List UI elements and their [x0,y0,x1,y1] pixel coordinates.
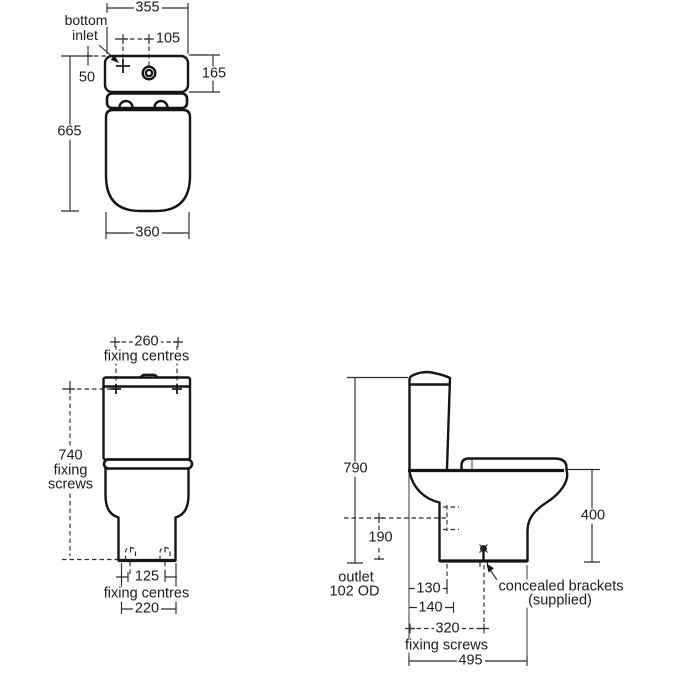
outlet-height-centre-line [344,517,446,561]
fixing-centres-top-caption: fixing centres [101,348,192,365]
outlet-hidden-lines [443,505,459,594]
dim-label-220: 220 [132,600,162,617]
dim-label-790: 790 [341,460,370,477]
cross-marker-260 [110,337,183,347]
side-seat-outline [460,457,568,472]
bracket-screw-spokes [479,544,488,553]
rear-pan-outline [104,467,190,562]
dim-label-125: 125 [132,568,162,585]
dim-label-495: 495 [456,652,485,669]
bottom-inlet-note-line2: inlet [70,26,100,43]
bowl-outline [104,108,192,213]
cistern-outline [103,54,190,94]
outlet-note-line1: outlet [336,569,376,586]
brackets-leader-arrowhead [486,563,494,573]
hidden-bracket-right [159,546,171,560]
hidden-bracket-left [124,546,137,560]
dim-label-140: 140 [416,599,445,616]
pan-back-outline [408,470,441,563]
side-view-drawing [344,370,600,666]
inlet-leader-arrowhead [110,55,119,63]
seat-hinge-band [105,92,189,110]
flush-button-icon-inner [144,68,154,78]
pan-front-outline [526,468,569,563]
seat-hinges [118,99,169,109]
cross-marker-105 [83,34,154,61]
cross-marker-740 [65,384,75,394]
dimension-line-790 [347,376,408,564]
cross-marker-190 [374,513,384,560]
fixing-screws-caption-line1: fixing [51,462,90,479]
dim-label-740: 740 [56,447,85,464]
fixing-screws-caption-side: fixing screws [403,637,490,654]
rear-seat-band [102,458,194,470]
fixing-screws-caption-line2: screws [45,476,96,493]
flush-button-icon [141,65,157,81]
side-cistern-outline [408,370,452,470]
dim-label-355: 355 [133,0,162,16]
dim-label-260: 260 [132,333,161,350]
front-view-drawing [61,3,220,239]
dim-label-105: 105 [153,30,183,47]
dim-label-400: 400 [578,507,608,524]
dim-label-50: 50 [76,69,98,86]
dim-label-130: 130 [414,580,443,597]
centre-line-105 [79,38,152,68]
bottom-inlet-note-line1: bottom [62,11,110,28]
dim-label-165: 165 [199,65,229,82]
concealed-brackets-note-line2: (supplied) [526,592,594,609]
dim-label-665: 665 [55,123,84,140]
fixing-centres-bottom-caption: fixing centres [101,585,192,602]
cross-marker-320 [405,623,489,634]
outlet-note-line2: 102 OD [327,583,382,600]
inlet-cross-marker [116,59,130,73]
rear-cistern-lid-hump [138,373,160,379]
dim-label-360: 360 [133,224,162,241]
fixing-hole-cross-markers [111,384,182,394]
concealed-brackets-note-line1: concealed brackets [496,578,626,595]
dim-label-190: 190 [366,529,395,546]
dim-label-320: 320 [433,620,462,637]
